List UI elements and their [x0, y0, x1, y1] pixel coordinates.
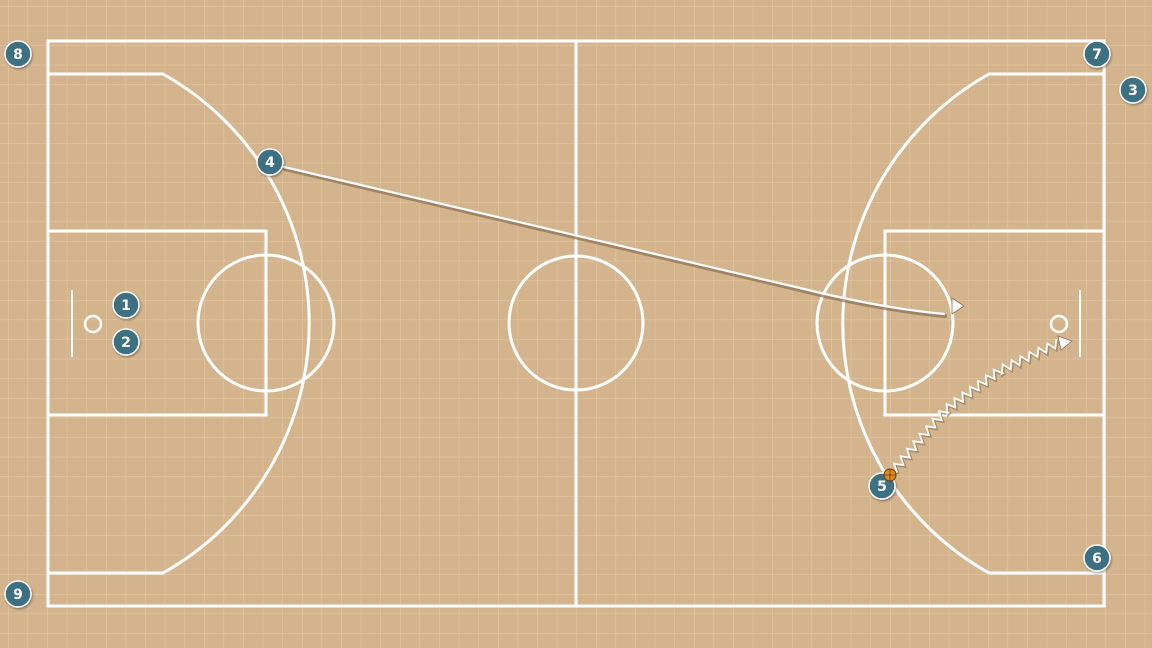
left-key: [46, 229, 268, 417]
right-key: [883, 229, 1106, 417]
player-9-label: 9: [13, 587, 23, 603]
player-4-label: 4: [265, 155, 275, 171]
player-8-label: 8: [13, 47, 23, 63]
pass-arrowhead: [951, 297, 965, 315]
player-6[interactable]: 6: [1083, 544, 1111, 572]
pass-line: [282, 165, 965, 318]
players: 1 2 3 4 5 6 7 8: [4, 40, 1147, 608]
left-basket: [83, 314, 103, 334]
player-1-label: 1: [121, 298, 131, 314]
player-2-label: 2: [121, 335, 131, 351]
player-3-label: 3: [1128, 83, 1138, 99]
right-three-point-arc: [841, 72, 1104, 575]
player-8[interactable]: 8: [4, 40, 32, 68]
player-1[interactable]: 1: [112, 291, 140, 319]
basketball-icon: [883, 468, 897, 482]
player-2[interactable]: 2: [112, 328, 140, 356]
center-circle: [507, 254, 645, 392]
court-lines: [46, 39, 1106, 608]
player-3[interactable]: 3: [1119, 76, 1147, 104]
left-free-throw-circle: [196, 253, 336, 393]
dribble-arrowhead: [1057, 335, 1073, 351]
player-5-label: 5: [877, 479, 887, 495]
dribble-line: [892, 335, 1073, 475]
player-7-label: 7: [1092, 47, 1102, 63]
player-7[interactable]: 7: [1083, 40, 1111, 68]
player-4[interactable]: 4: [256, 148, 284, 176]
right-basket: [1049, 314, 1069, 334]
player-6-label: 6: [1092, 551, 1102, 567]
player-9[interactable]: 9: [4, 580, 32, 608]
right-free-throw-circle: [815, 253, 955, 393]
left-three-point-arc: [48, 72, 311, 575]
